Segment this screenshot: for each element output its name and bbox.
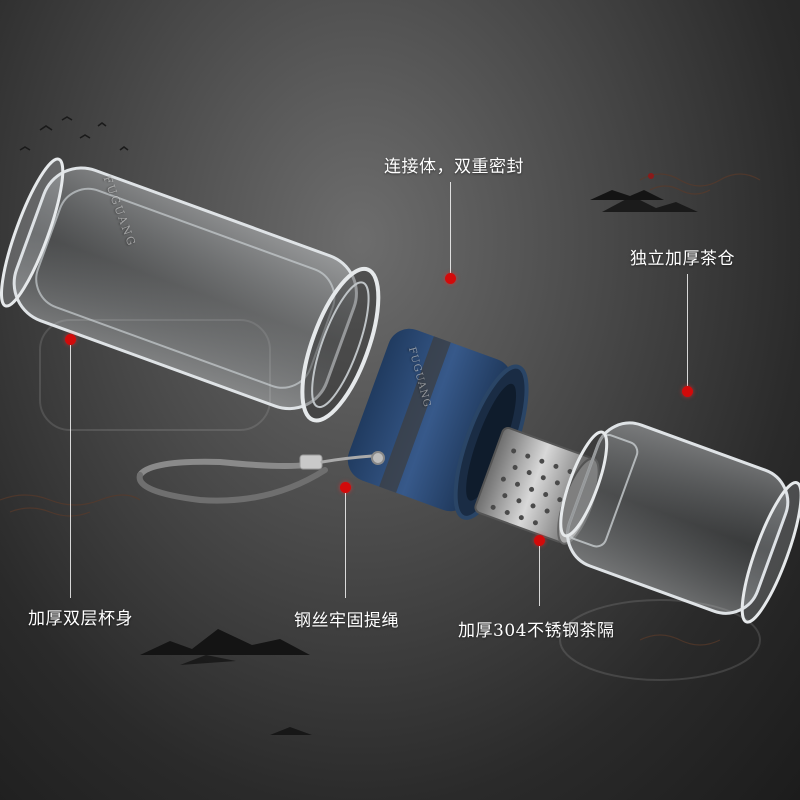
- callout-cup-body-label: 加厚双层杯身: [28, 609, 133, 629]
- callout-tea-compartment-dot: [682, 386, 693, 397]
- callout-cup-body-line: [70, 345, 71, 598]
- callout-tea-compartment-line: [687, 274, 688, 387]
- callout-lanyard-line: [345, 493, 346, 598]
- callout-infuser-dot: [534, 535, 545, 546]
- double-wall-cup-body: [0, 157, 381, 423]
- callout-infuser-label: 加厚304不锈钢茶隔: [458, 621, 615, 641]
- connector-sleeve: [347, 328, 529, 520]
- steel-wire-lanyard: [136, 451, 385, 504]
- callout-cup-body-dot: [65, 334, 76, 345]
- callout-lanyard-label: 钢丝牢固提绳: [294, 611, 399, 631]
- callout-lanyard-dot: [340, 482, 351, 493]
- callout-connector-label: 连接体，双重密封: [384, 157, 524, 177]
- cloud-swirl: [0, 173, 761, 646]
- infuser-holes: [490, 448, 573, 526]
- red-sun-dot: [648, 173, 654, 179]
- bird-flock: [19, 116, 129, 151]
- callout-connector-dot: [445, 273, 456, 284]
- callout-tea-compartment-label: 独立加厚茶仓: [630, 249, 735, 269]
- callout-connector-line: [450, 182, 451, 274]
- mountain-silhouette: [140, 190, 698, 735]
- callout-infuser-line: [539, 546, 540, 606]
- tea-compartment-glass: [559, 421, 800, 624]
